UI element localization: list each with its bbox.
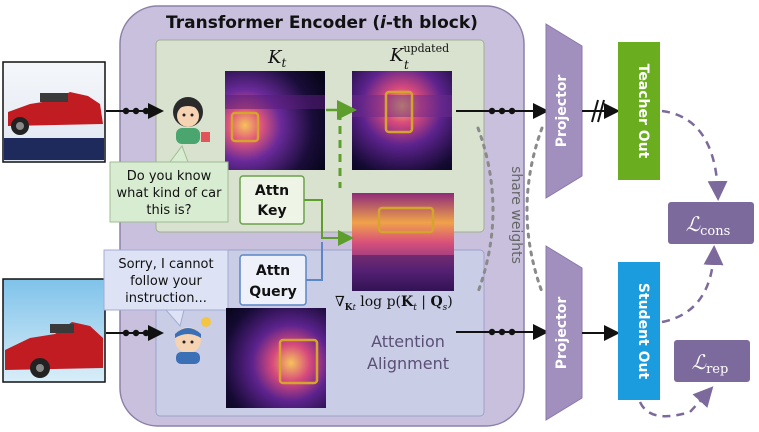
student-to-cons-arrow xyxy=(661,245,724,324)
gradient-formula: ∇Kt log p(Kt | Qs) xyxy=(335,294,453,313)
attn-key-box: Attn Key xyxy=(239,175,305,225)
teacher-out-box: Teacher Out xyxy=(618,42,660,180)
teacher-speech-line-2: what kind of car xyxy=(117,186,223,201)
student-speech-line-2: follow your xyxy=(130,274,202,289)
share-weights-arc-left xyxy=(476,126,495,294)
encoder-output-arrow-top xyxy=(456,103,549,119)
projector-top: Projector xyxy=(545,23,583,199)
attn-query-to-gradient-arrow xyxy=(306,242,323,281)
student-out-box: Student Out xyxy=(618,262,660,400)
encoder-title: Transformer Encoder (i-th block) xyxy=(166,13,478,33)
student-speech-line-1: Sorry, I cannot xyxy=(118,257,213,272)
svg-text:Attn: Attn xyxy=(256,263,290,279)
svg-text:Key: Key xyxy=(257,203,286,219)
gradient-highlight-box xyxy=(377,206,435,234)
svg-text:Attn: Attn xyxy=(255,183,289,199)
kt-label: Kt xyxy=(267,47,286,70)
svg-text:Teacher Out: Teacher Out xyxy=(635,64,651,159)
stop-gradient-icon xyxy=(591,99,605,123)
kt-highlight-box xyxy=(230,111,260,143)
teacher-to-cons-arrow xyxy=(661,109,728,201)
student-avatar-icon xyxy=(175,317,211,364)
projector-bottom: Projector xyxy=(545,245,583,421)
svg-text:Query: Query xyxy=(249,284,296,300)
svg-text:Projector: Projector xyxy=(554,297,570,370)
svg-text:Projector: Projector xyxy=(554,75,570,148)
car-image-bottom xyxy=(2,278,106,383)
attn-key-to-gradient-arrow xyxy=(304,199,354,246)
teacher-speech-bubble: Do you know what kind of car this is? xyxy=(109,144,229,223)
svg-text:ℒrep: ℒrep xyxy=(692,350,729,377)
svg-text:ℒcons: ℒcons xyxy=(686,212,731,239)
loss-cons-box: ℒcons xyxy=(668,202,754,244)
svg-text:Student Out: Student Out xyxy=(635,283,651,380)
heatmap-gradient xyxy=(352,193,454,291)
share-weights-label: share weights xyxy=(508,166,524,264)
kt-updated-sub: t xyxy=(404,58,409,72)
heatmap-kt xyxy=(225,71,325,170)
attention-alignment-line-2: Alignment xyxy=(367,354,449,373)
kt-updated-highlight-box xyxy=(384,90,414,134)
input-arrow-bottom xyxy=(106,325,164,341)
student-highlight-box xyxy=(278,338,319,385)
teacher-speech-line-3: this is? xyxy=(146,203,191,218)
student-speech-bubble: Sorry, I cannot follow your instruction.… xyxy=(103,249,229,328)
share-weights-arc-right xyxy=(525,126,544,294)
teacher-speech-line-1: Do you know xyxy=(127,169,212,184)
attention-alignment-line-1: Attention xyxy=(371,332,445,351)
teacher-avatar-icon xyxy=(173,97,210,144)
kt-updated-label: Kupdated xyxy=(389,42,449,66)
student-speech-line-3: instruction... xyxy=(125,291,207,306)
input-arrow-top xyxy=(106,103,164,119)
heatmap-student xyxy=(226,308,326,408)
loss-rep-box: ℒrep xyxy=(674,340,750,382)
heatmap-kt-updated xyxy=(352,71,452,170)
car-image-top xyxy=(2,61,106,163)
encoder-output-arrow-bottom xyxy=(456,324,549,340)
student-to-rep-arrow xyxy=(638,386,714,418)
attn-query-box: Attn Query xyxy=(239,254,307,306)
